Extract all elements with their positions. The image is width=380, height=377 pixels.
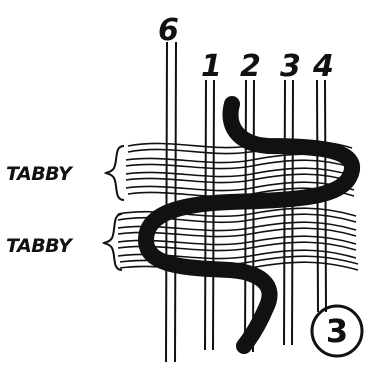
upper-tabby-brace xyxy=(106,146,124,200)
warp-label-6: 6 xyxy=(158,13,179,48)
warp-label-2: 2 xyxy=(240,49,261,84)
pattern-weft xyxy=(146,104,352,346)
tabby-braces xyxy=(104,146,124,270)
step-number-badge: 3 xyxy=(312,306,362,356)
warp-thread-2 xyxy=(245,80,254,352)
upper-tabby-label: TABBY xyxy=(6,163,74,185)
warp-thread-1 xyxy=(205,80,214,350)
warp-label-1: 1 xyxy=(201,49,222,84)
warp-label-4: 4 xyxy=(312,49,334,84)
warp-label-3: 3 xyxy=(280,49,301,84)
step-number: 3 xyxy=(326,312,348,350)
warp-thread-3 xyxy=(284,80,293,345)
lower-tabby-label: TABBY xyxy=(6,235,74,257)
